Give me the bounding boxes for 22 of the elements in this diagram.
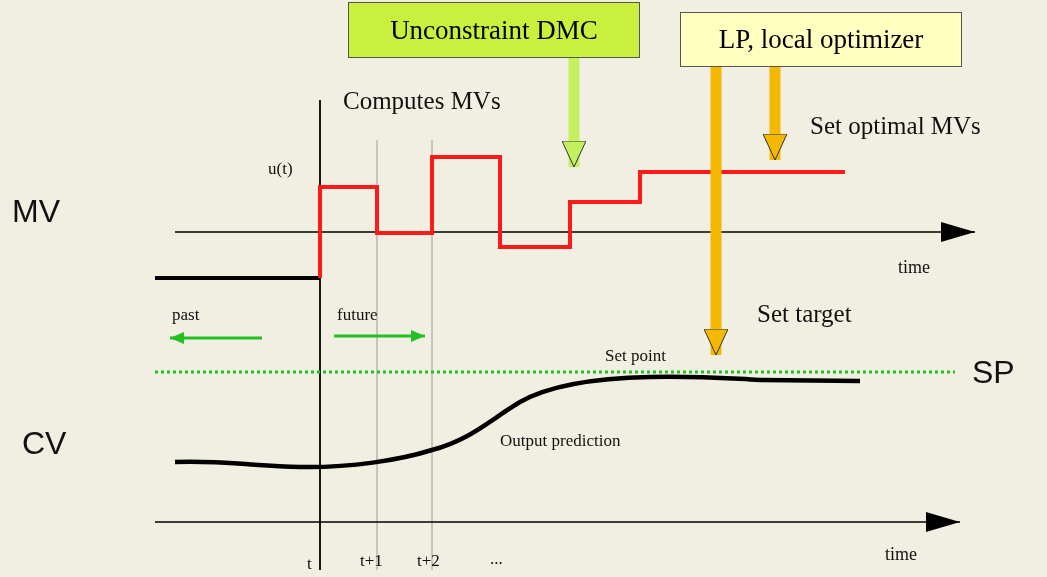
axis-label: time	[898, 258, 930, 276]
block-arrow	[762, 67, 788, 161]
direction-label: past	[172, 306, 200, 323]
line-label: Set point	[605, 347, 666, 364]
direction-label: future	[337, 306, 378, 323]
block-arrow	[561, 58, 587, 168]
axis-label: MV	[12, 195, 60, 227]
block-arrow	[703, 67, 729, 356]
axis-label: time	[885, 545, 917, 563]
tick-label: t	[307, 555, 312, 572]
process-box: Unconstraint DMC	[348, 2, 640, 58]
tick-label: t+1	[360, 552, 383, 569]
curve-label: Output prediction	[500, 432, 621, 449]
annotation-text: Computes MVs	[343, 88, 501, 113]
tick-label: ...	[490, 550, 503, 567]
axis-label: SP	[972, 356, 1015, 388]
signal-label: u(t)	[268, 160, 293, 177]
process-box: LP, local optimizer	[680, 12, 962, 67]
annotation-text: Set target	[757, 301, 852, 326]
tick-label: t+2	[417, 552, 440, 569]
axis-label: CV	[22, 427, 67, 459]
annotation-text: Set optimal MVs	[810, 113, 981, 138]
